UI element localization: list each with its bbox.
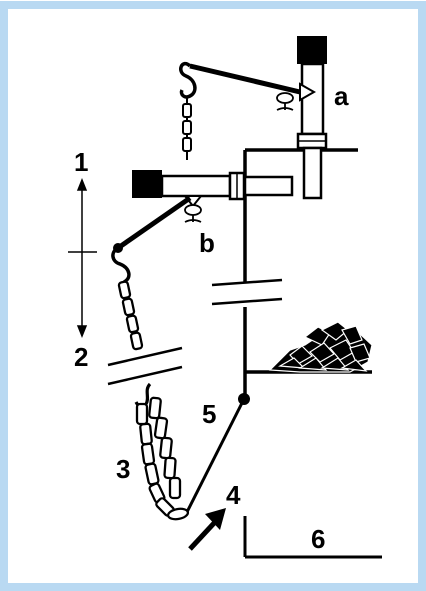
- double-arrow: [68, 177, 97, 339]
- label-4: 4: [226, 480, 241, 510]
- wall-break-mark: [211, 278, 283, 306]
- apparatus-a: [179, 36, 328, 200]
- chain-lower: [135, 396, 190, 521]
- apparatus-b: [111, 170, 294, 284]
- label-b: b: [199, 228, 215, 258]
- label-1: 1: [74, 147, 88, 177]
- lever-arm: [183, 398, 246, 517]
- chain-upper: [117, 280, 144, 351]
- chain-break-mark: [107, 346, 183, 386]
- label-3: 3: [116, 454, 130, 484]
- arrow-4: [188, 508, 226, 551]
- label-2: 2: [74, 342, 88, 372]
- label-5: 5: [202, 399, 216, 429]
- label-6: 6: [311, 524, 325, 554]
- coal-pile: [268, 321, 373, 373]
- floor-line: [243, 516, 382, 559]
- label-a: a: [334, 81, 349, 111]
